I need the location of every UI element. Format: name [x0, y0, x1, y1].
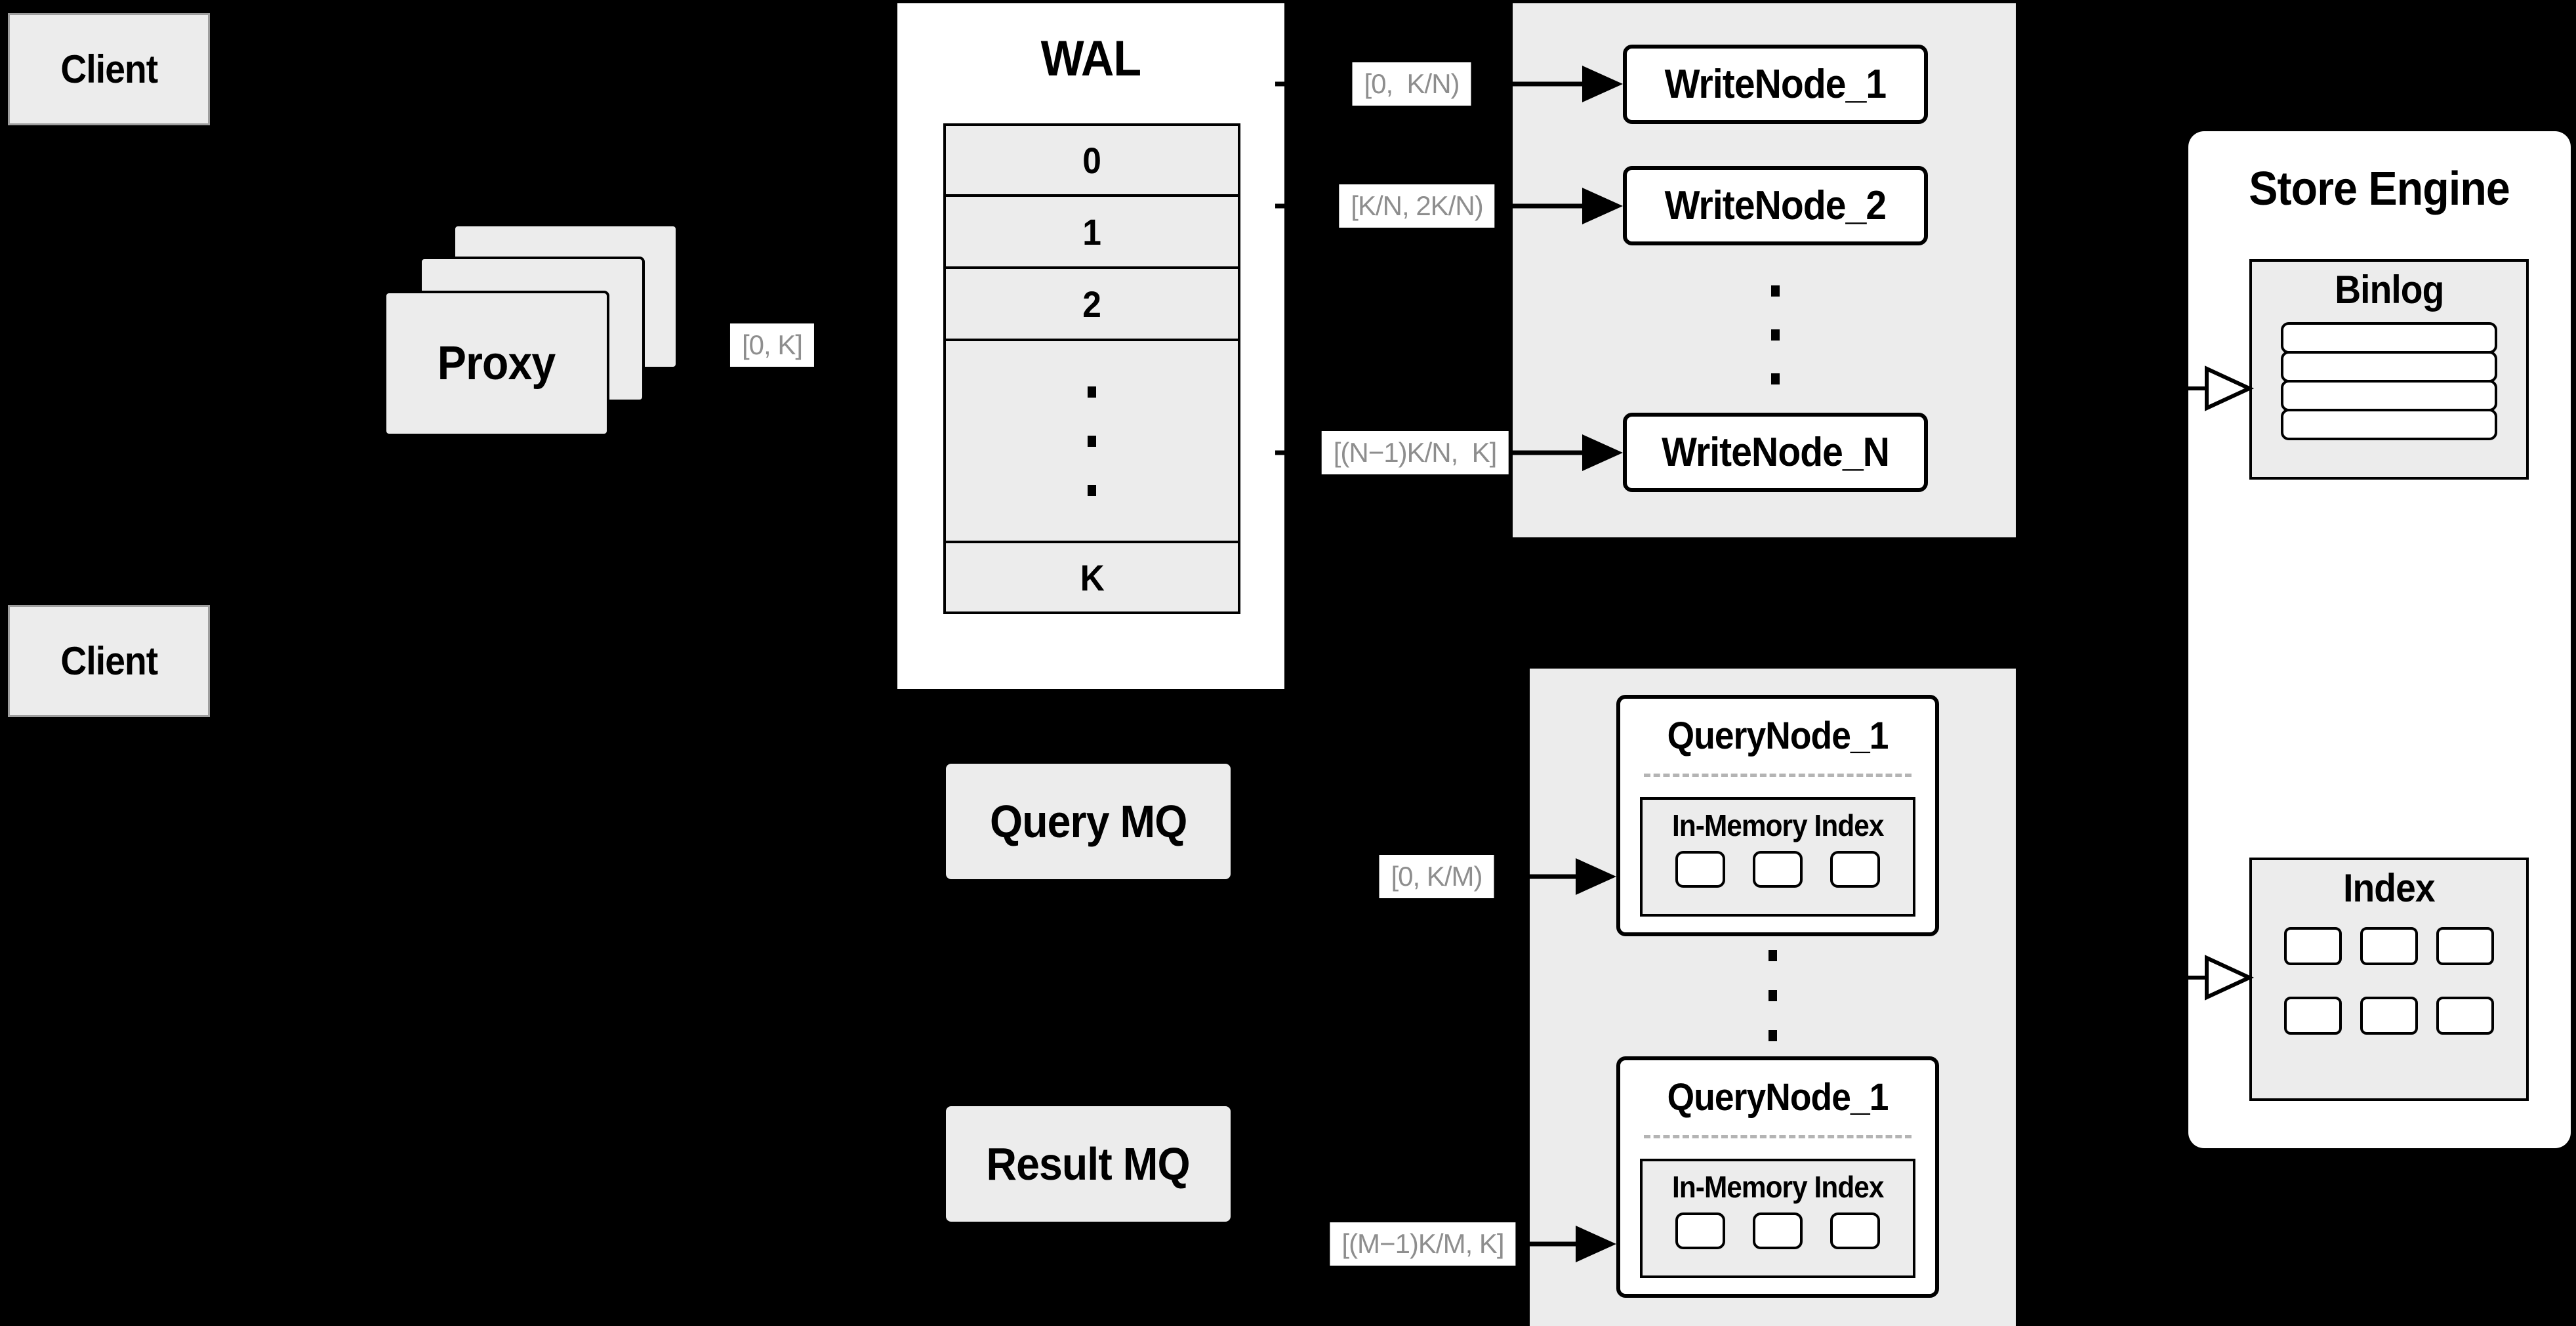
- wal-title-text: WAL: [1040, 30, 1142, 87]
- writenode-n-box: WriteNode_N: [1623, 413, 1928, 492]
- range-label-querynode-bottom: [(M−1)K/M, K]: [1330, 1222, 1516, 1266]
- memory-segment: [1753, 851, 1803, 888]
- wal-log-table: 0 1 2 K: [943, 123, 1240, 614]
- client-box-top: Client: [8, 13, 210, 125]
- index-segment: [2436, 927, 2494, 965]
- arrowhead-writenode-1: [1582, 66, 1623, 102]
- proxy-stack: Proxy: [384, 224, 678, 436]
- wal-row-0: 0: [943, 123, 1240, 197]
- binlog-segment-list: [2252, 322, 2526, 440]
- querynode-title: QueryNode_1: [1667, 714, 1889, 757]
- index-segment: [2284, 927, 2342, 965]
- index-segment: [2436, 997, 2494, 1035]
- range-label-writenode-1: [0, K/N): [1352, 62, 1471, 106]
- open-arrowhead-binlog: [2205, 365, 2255, 411]
- memory-segment: [1753, 1212, 1803, 1249]
- index-title: Index: [2343, 865, 2435, 910]
- binlog-segment: [2281, 409, 2497, 440]
- binlog-segment: [2281, 322, 2497, 354]
- ellipsis-dots: [1088, 386, 1096, 496]
- ellipsis-dots: [1768, 950, 1777, 1041]
- range-label-querynode-top: [0, K/M): [1379, 855, 1494, 898]
- store-engine-title: Store Engine: [2249, 163, 2510, 215]
- arrowhead-querynode-bottom: [1576, 1226, 1616, 1262]
- index-box: Index: [2249, 858, 2529, 1101]
- dashed-divider: [1644, 774, 1912, 777]
- in-memory-index-title: In-Memory Index: [1671, 1170, 1884, 1204]
- querynode-title: QueryNode_1: [1667, 1075, 1889, 1119]
- binlog-title: Binlog: [2334, 267, 2444, 312]
- index-segment-grid: [2252, 927, 2526, 1035]
- memory-segment-row: [1643, 851, 1913, 888]
- querynode-bottom-box: QueryNode_1 In-Memory Index: [1616, 1056, 1939, 1298]
- wal-title: WAL: [897, 30, 1284, 87]
- proxy-card-front: Proxy: [384, 291, 609, 436]
- dashed-divider: [1644, 1135, 1912, 1138]
- wal-box: WAL 0 1 2 K: [897, 3, 1284, 689]
- arrowhead-writenode-n: [1582, 434, 1623, 471]
- open-arrowhead-index: [2205, 955, 2255, 1001]
- range-label-proxy-to-wal: [0, K]: [729, 323, 815, 367]
- querynode-top-box: QueryNode_1 In-Memory Index: [1616, 695, 1939, 936]
- range-label-writenode-2: [K/N, 2K/N): [1339, 184, 1495, 228]
- binlog-box: Binlog: [2249, 259, 2529, 480]
- writenode-1-box: WriteNode_1: [1623, 45, 1928, 124]
- writenode-2-box: WriteNode_2: [1623, 166, 1928, 245]
- index-segment: [2360, 997, 2418, 1035]
- in-memory-index-box: In-Memory Index: [1640, 1159, 1915, 1278]
- in-memory-index-title: In-Memory Index: [1671, 808, 1884, 842]
- arrowhead-writenode-2: [1582, 188, 1623, 224]
- wal-row-k: K: [943, 541, 1240, 614]
- range-label-writenode-n: [(N−1)K/N, K]: [1321, 431, 1509, 474]
- arrowhead-querynode-top: [1576, 858, 1616, 895]
- memory-segment: [1830, 851, 1880, 888]
- memory-segment-row: [1643, 1212, 1913, 1249]
- memory-segment: [1675, 1212, 1725, 1249]
- query-mq-box: Query MQ: [946, 764, 1231, 879]
- memory-segment: [1675, 851, 1725, 888]
- client-box-bottom: Client: [8, 605, 210, 717]
- in-memory-index-box: In-Memory Index: [1640, 797, 1915, 917]
- memory-segment: [1830, 1212, 1880, 1249]
- store-engine-box: Store Engine Binlog Index: [2188, 131, 2571, 1148]
- result-mq-box: Result MQ: [946, 1106, 1231, 1222]
- index-segment: [2284, 997, 2342, 1035]
- index-segment: [2360, 927, 2418, 965]
- ellipsis-dots: [1771, 285, 1780, 384]
